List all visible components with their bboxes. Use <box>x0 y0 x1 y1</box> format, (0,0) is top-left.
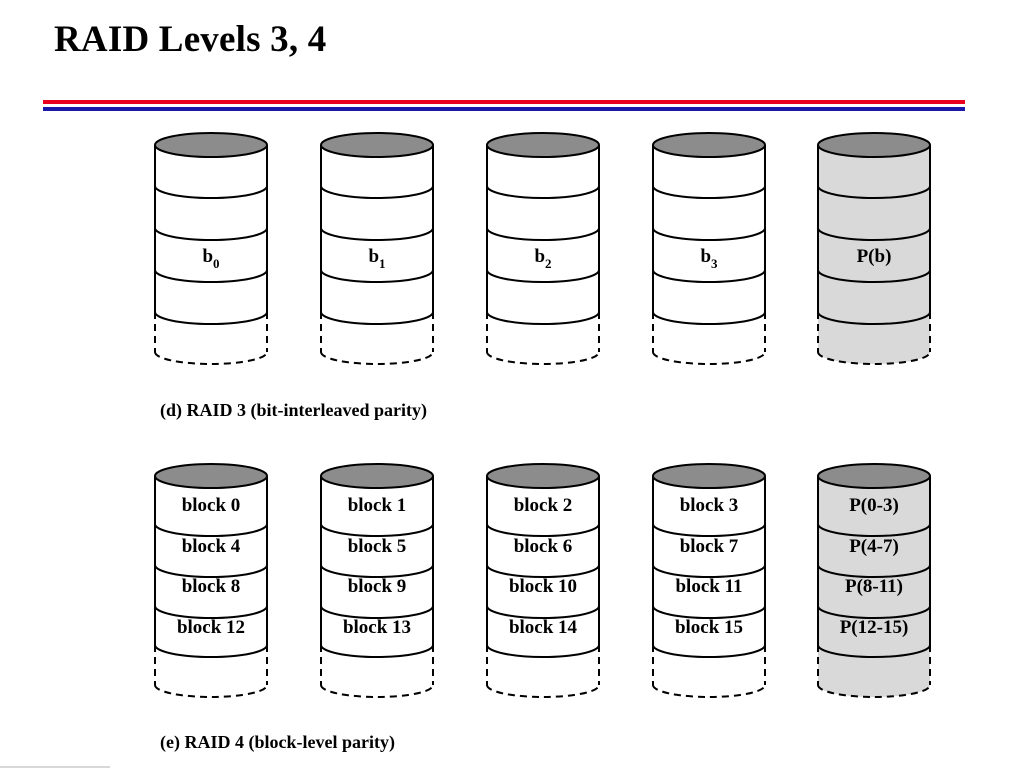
disk-top-cap <box>320 463 434 489</box>
disk-top-cap <box>154 132 268 158</box>
data-block-label: block 9 <box>348 576 407 597</box>
data-block-label: block 7 <box>680 536 739 557</box>
data-block-label: block 5 <box>348 536 407 557</box>
data-block-label: block 1 <box>348 495 407 516</box>
footer-line <box>0 766 110 768</box>
bit-label: b2 <box>534 246 551 271</box>
bit-label: b0 <box>202 246 219 271</box>
bit-label: b3 <box>700 246 718 271</box>
disk-top-cap <box>154 463 268 489</box>
data-block-label: block 12 <box>177 617 245 638</box>
raid4-data-disk: block 0 block 4 block 8 block 12 <box>154 463 268 698</box>
parity-block-label: P(12-15) <box>840 617 909 638</box>
raid3-data-disk: b3 <box>652 132 766 365</box>
slide-title: RAID Levels 3, 4 <box>54 19 327 60</box>
data-block-label: block 2 <box>514 495 573 516</box>
parity-block-label: P(0-3) <box>849 495 899 516</box>
disk-top-cap <box>320 132 434 158</box>
raid4-data-disk: block 3 block 7 block 11 block 15 <box>652 463 766 698</box>
disk-top-cap <box>817 463 931 489</box>
raid4-caption: (e) RAID 4 (block-level parity) <box>160 732 395 753</box>
data-block-label: block 8 <box>182 576 241 597</box>
data-block-label: block 3 <box>680 495 739 516</box>
title-rule-red <box>43 100 965 104</box>
raid3-data-disk: b0 <box>154 132 268 365</box>
data-block-label: block 6 <box>514 536 573 557</box>
data-block-label: block 10 <box>509 576 577 597</box>
disk-top-cap <box>652 132 766 158</box>
bit-label: b1 <box>368 246 385 271</box>
parity-label: P(b) <box>857 246 892 267</box>
disk-top-cap <box>652 463 766 489</box>
raid3-data-disk: b1 <box>320 132 434 365</box>
title-rule-blue <box>43 107 965 111</box>
raid4-data-disk: block 2 block 6 block 10 block 14 <box>486 463 600 698</box>
raid4-data-disk: block 1 block 5 block 9 block 13 <box>320 463 434 698</box>
parity-block-label: P(4-7) <box>849 536 899 557</box>
parity-block-label: P(8-11) <box>845 576 903 597</box>
disk-top-cap <box>486 132 600 158</box>
data-block-label: block 0 <box>182 495 241 516</box>
data-block-label: block 11 <box>675 576 742 597</box>
data-block-label: block 4 <box>182 536 241 557</box>
raid3-data-disk: b2 <box>486 132 600 365</box>
disk-top-cap <box>817 132 931 158</box>
raid4-parity-disk: P(0-3) P(4-7) P(8-11) P(12-15) <box>817 463 931 698</box>
data-block-label: block 13 <box>343 617 411 638</box>
data-block-label: block 14 <box>509 617 578 638</box>
disk-top-cap <box>486 463 600 489</box>
data-block-label: block 15 <box>675 617 743 638</box>
raid3-array: b0 b1 b2 b3 P(b) <box>154 132 931 365</box>
raid3-caption: (d) RAID 3 (bit-interleaved parity) <box>160 400 427 421</box>
raid3-parity-disk: P(b) <box>817 132 931 365</box>
